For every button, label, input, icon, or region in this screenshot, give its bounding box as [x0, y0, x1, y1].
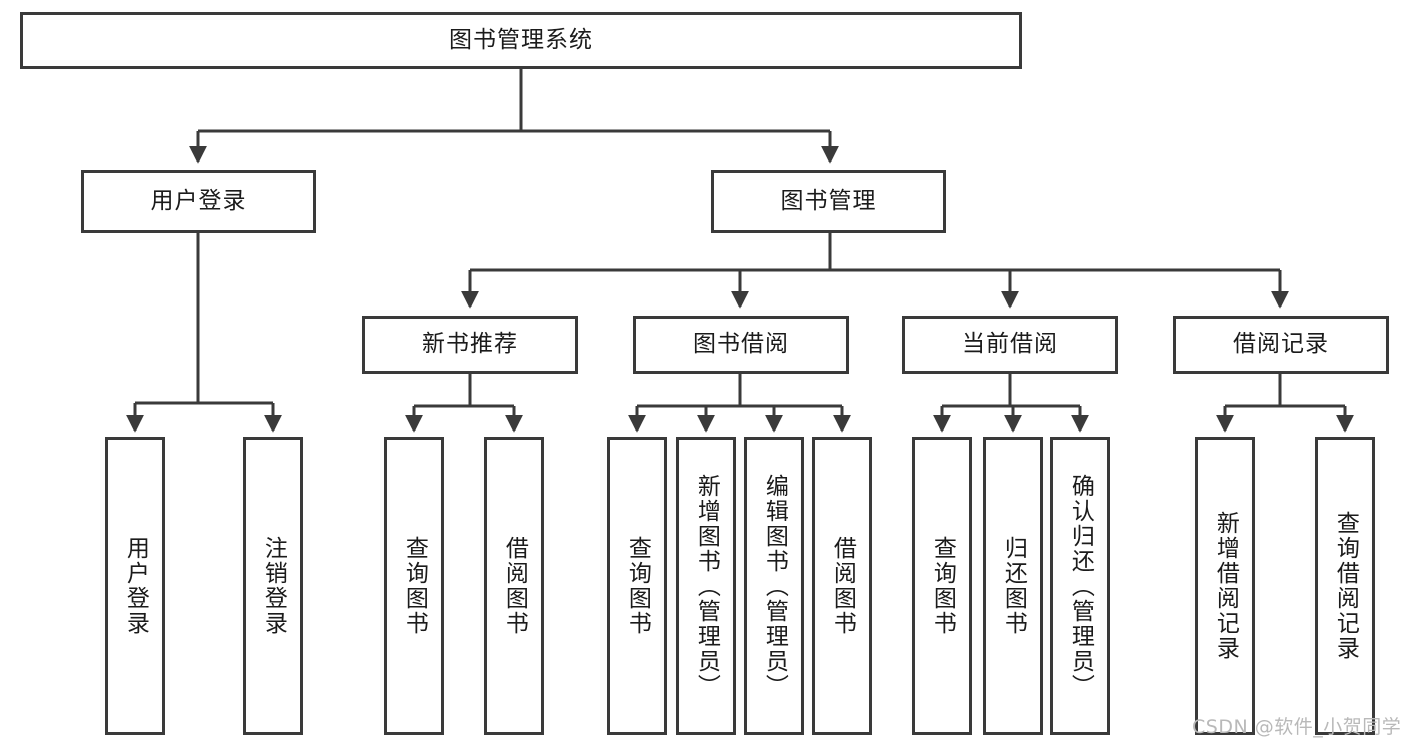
node-borrow-record[interactable]: 借阅记录 [1173, 316, 1389, 374]
node-book-management[interactable]: 图书管理 [711, 170, 946, 233]
leaf-recommend-borrow-book[interactable]: 借阅图书 [484, 437, 544, 735]
leaf-current-confirm-return[interactable]: 确认归还（管理员） [1050, 437, 1110, 735]
leaf-borrow-add-book[interactable]: 新增图书（管理员） [676, 437, 736, 735]
node-new-book-recommend[interactable]: 新书推荐 [362, 316, 578, 374]
node-root[interactable]: 图书管理系统 [20, 12, 1022, 69]
leaf-record-query-record[interactable]: 查询借阅记录 [1315, 437, 1375, 735]
node-user-login[interactable]: 用户登录 [81, 170, 316, 233]
leaf-user-login-logout[interactable]: 注销登录 [243, 437, 303, 735]
watermark: CSDN @软件_小贺同学 [1192, 716, 1402, 738]
leaf-current-query-book[interactable]: 查询图书 [912, 437, 972, 735]
leaf-borrow-edit-book[interactable]: 编辑图书（管理员） [744, 437, 804, 735]
leaf-borrow-borrow-book[interactable]: 借阅图书 [812, 437, 872, 735]
leaf-user-login-login[interactable]: 用户登录 [105, 437, 165, 735]
leaf-recommend-query-book[interactable]: 查询图书 [384, 437, 444, 735]
leaf-record-add-record[interactable]: 新增借阅记录 [1195, 437, 1255, 735]
node-current-borrow[interactable]: 当前借阅 [902, 316, 1118, 374]
leaf-borrow-query-book[interactable]: 查询图书 [607, 437, 667, 735]
leaf-current-return-book[interactable]: 归还图书 [983, 437, 1043, 735]
node-book-borrow[interactable]: 图书借阅 [633, 316, 849, 374]
